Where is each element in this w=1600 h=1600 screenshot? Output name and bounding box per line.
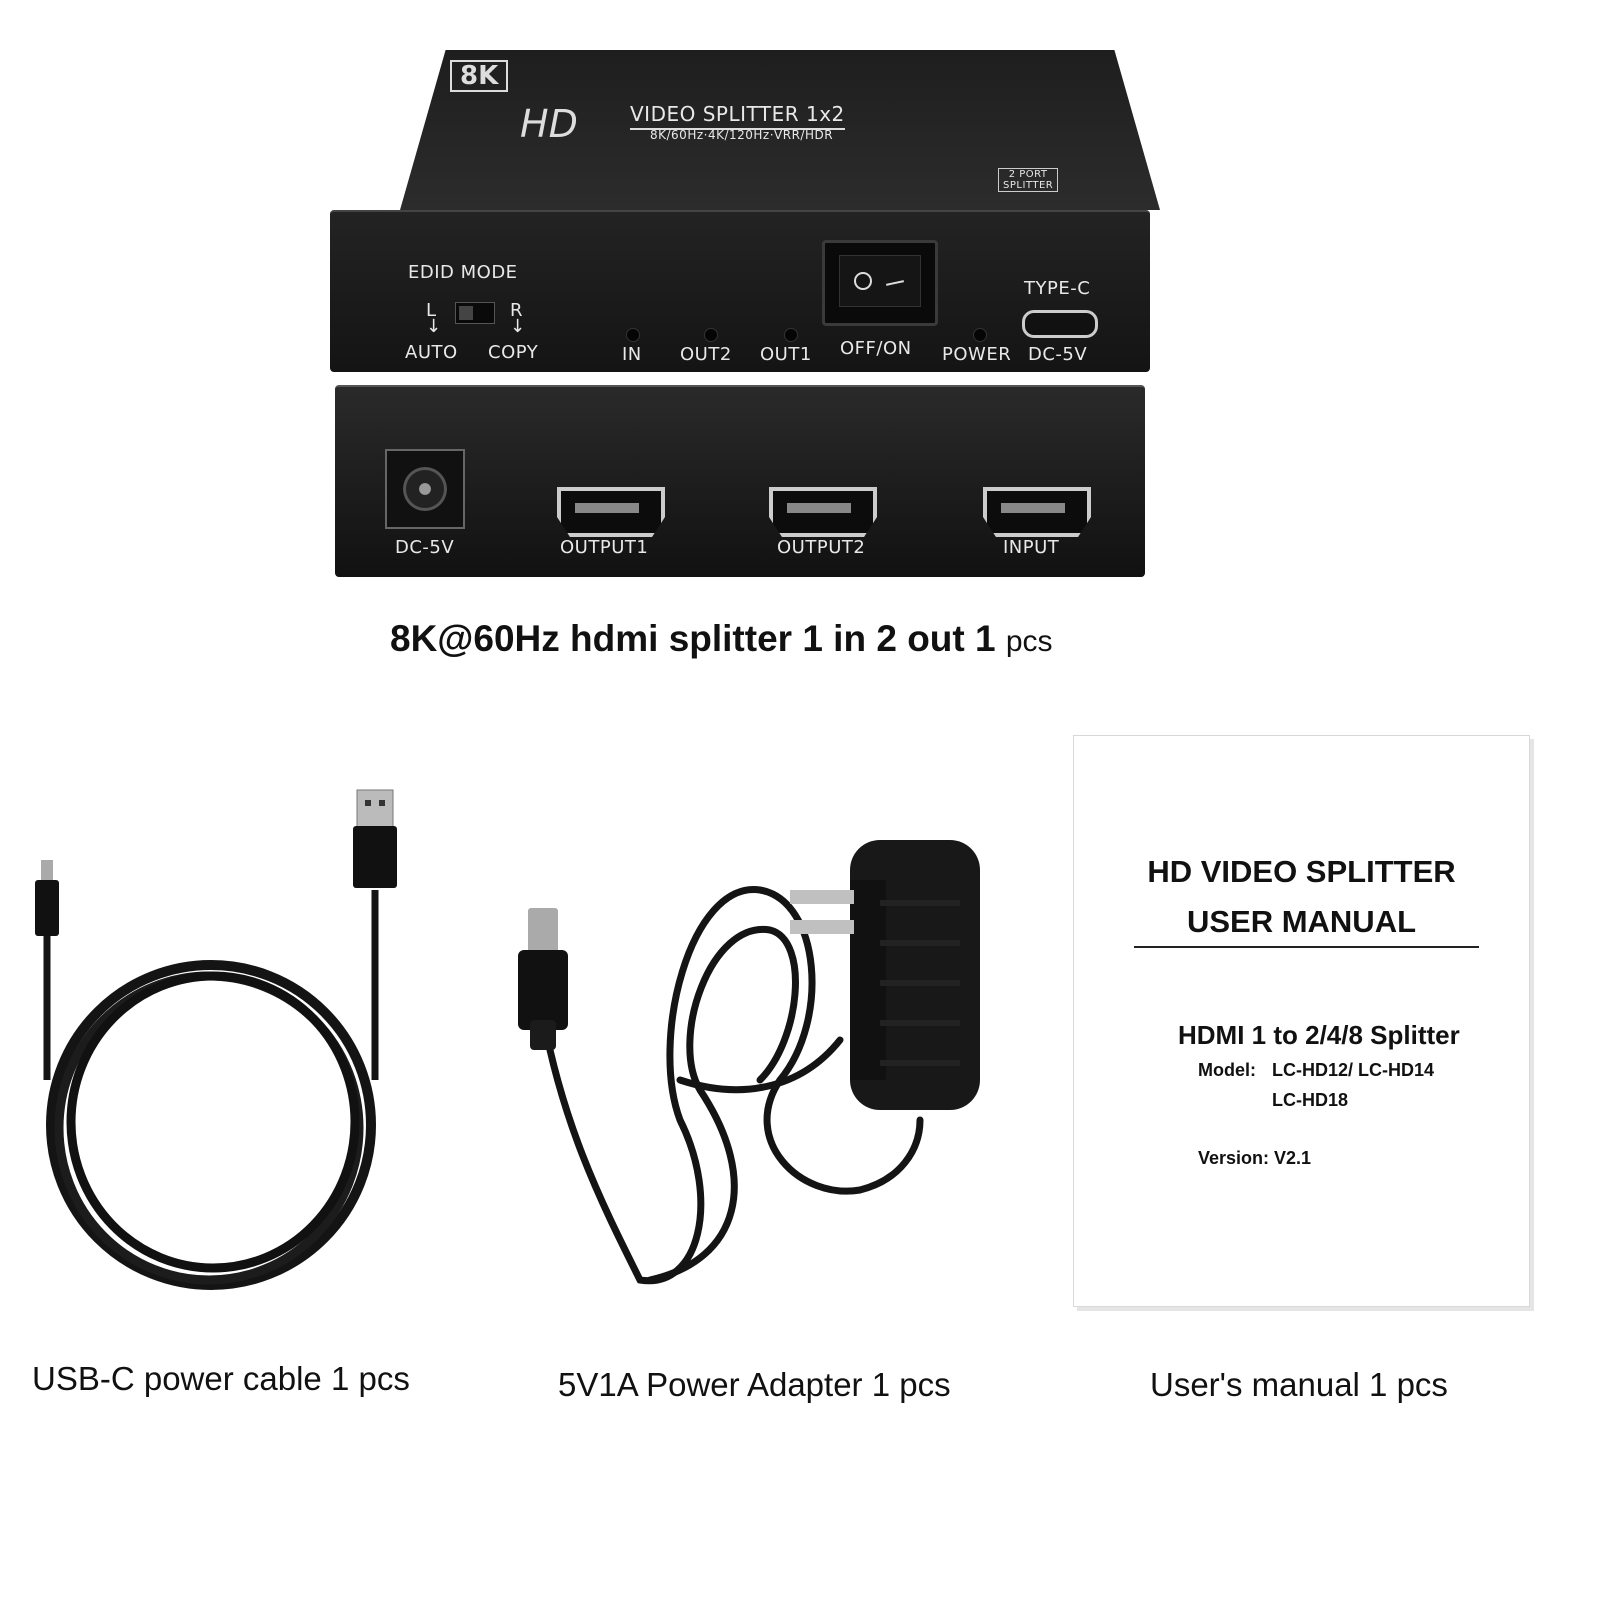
led-power xyxy=(973,328,987,342)
cable-caption: USB-C power cable 1 pcs xyxy=(32,1360,410,1397)
edid-right-letter: R xyxy=(510,300,524,321)
led-out2 xyxy=(704,328,718,342)
output1-label: OUTPUT1 xyxy=(560,537,649,558)
switch-label: OFF/ON xyxy=(840,338,912,359)
splitter-caption-text: 8K@60Hz hdmi splitter 1 in 2 out 1 xyxy=(390,618,996,659)
manual-model-line2: LC-HD18 xyxy=(1272,1090,1349,1110)
input-label: INPUT xyxy=(1003,537,1060,558)
led-in xyxy=(626,328,640,342)
manual-product: HDMI 1 to 2/4/8 Splitter xyxy=(1178,1020,1460,1050)
led-in-label: IN xyxy=(622,344,642,365)
manual-version: Version: V2.1 xyxy=(1198,1148,1312,1168)
dc-jack-label: DC-5V xyxy=(395,537,455,558)
usb-c-cable-image xyxy=(35,789,397,1290)
edid-auto-label: AUTO xyxy=(405,342,458,363)
edid-copy-label: COPY xyxy=(488,342,539,363)
led-out1 xyxy=(784,328,798,342)
hdmi-output1-port[interactable] xyxy=(557,487,665,537)
led-out2-label: OUT2 xyxy=(680,344,732,365)
led-out1-label: OUT1 xyxy=(760,344,812,365)
hdmi-pins xyxy=(575,503,639,513)
hdmi-pins xyxy=(1001,503,1065,513)
hdmi-splitter-device: 8K HD VIDEO SPLITTER 1x2 8K/60Hz·4K/120H… xyxy=(330,40,1190,600)
splitter-caption-unit: pcs xyxy=(1005,625,1053,658)
manual-title-line1: HD VIDEO SPLITTER xyxy=(1147,854,1456,889)
manual-model-label: Model: xyxy=(1198,1060,1256,1080)
usb-c-plug-icon xyxy=(35,860,59,936)
typec-port[interactable] xyxy=(1022,310,1098,338)
power-adapter-image xyxy=(518,840,980,1285)
user-manual-booklet: HD VIDEO SPLITTER USER MANUAL HDMI 1 to … xyxy=(1073,735,1530,1307)
device-front-panel: EDID MODE L ↓ R ↓ AUTO COPY IN OUT2 OUT1… xyxy=(330,210,1150,372)
manual-divider xyxy=(1134,946,1479,948)
rocker-face xyxy=(839,255,921,307)
port-tag-bottom: SPLITTER xyxy=(1003,180,1054,191)
adapter-cord xyxy=(536,886,924,1285)
led-power-label: POWER xyxy=(942,344,1012,365)
splitter-caption: 8K@60Hz hdmi splitter 1 in 2 out 1 pcs xyxy=(390,618,1053,660)
brand-hd: HD xyxy=(520,102,578,146)
off-symbol-icon xyxy=(854,272,872,290)
arrow-down-icon: ↓ xyxy=(426,316,442,337)
manual-caption: User's manual 1 pcs xyxy=(1150,1366,1448,1403)
manual-title-line2: USER MANUAL xyxy=(1186,904,1417,939)
port-tag: 2 PORT SPLITTER xyxy=(998,168,1059,192)
hdmi-output2-port[interactable] xyxy=(769,487,877,537)
power-rocker-switch[interactable] xyxy=(822,240,938,326)
hdmi-input-port[interactable] xyxy=(983,487,1091,537)
port-tag-top: 2 PORT xyxy=(1008,169,1048,180)
edid-mode-switch[interactable] xyxy=(455,302,495,324)
arrow-down-icon: ↓ xyxy=(510,316,526,337)
edid-switch-knob xyxy=(459,306,473,320)
spec-line-label: 8K/60Hz·4K/120Hz·VRR/HDR xyxy=(650,128,834,142)
device-back-panel: DC-5V OUTPUT1 OUTPUT2 INPUT xyxy=(335,385,1145,577)
dc-jack-port[interactable] xyxy=(385,449,465,529)
cable-coil xyxy=(46,960,376,1290)
output2-label: OUTPUT2 xyxy=(777,537,866,558)
adapter-caption: 5V1A Power Adapter 1 pcs xyxy=(558,1366,951,1403)
wall-charger-icon xyxy=(790,840,980,1110)
hdmi-pins xyxy=(787,503,851,513)
edid-left-letter: L xyxy=(426,300,437,321)
dc-jack-socket xyxy=(403,467,447,511)
usb-a-plug-icon xyxy=(353,789,397,888)
typec-sub-label: DC-5V xyxy=(1028,344,1088,365)
device-top-face xyxy=(400,50,1160,210)
dc-barrel-plug-icon xyxy=(518,908,568,1050)
badge-8k: 8K xyxy=(450,60,509,92)
manual-model-line1: LC-HD12/ LC-HD14 xyxy=(1272,1060,1435,1080)
product-line-label: VIDEO SPLITTER 1x2 xyxy=(630,102,845,130)
on-symbol-icon xyxy=(885,280,905,286)
typec-label: TYPE-C xyxy=(1024,278,1091,299)
edid-mode-label: EDID MODE xyxy=(408,262,518,283)
